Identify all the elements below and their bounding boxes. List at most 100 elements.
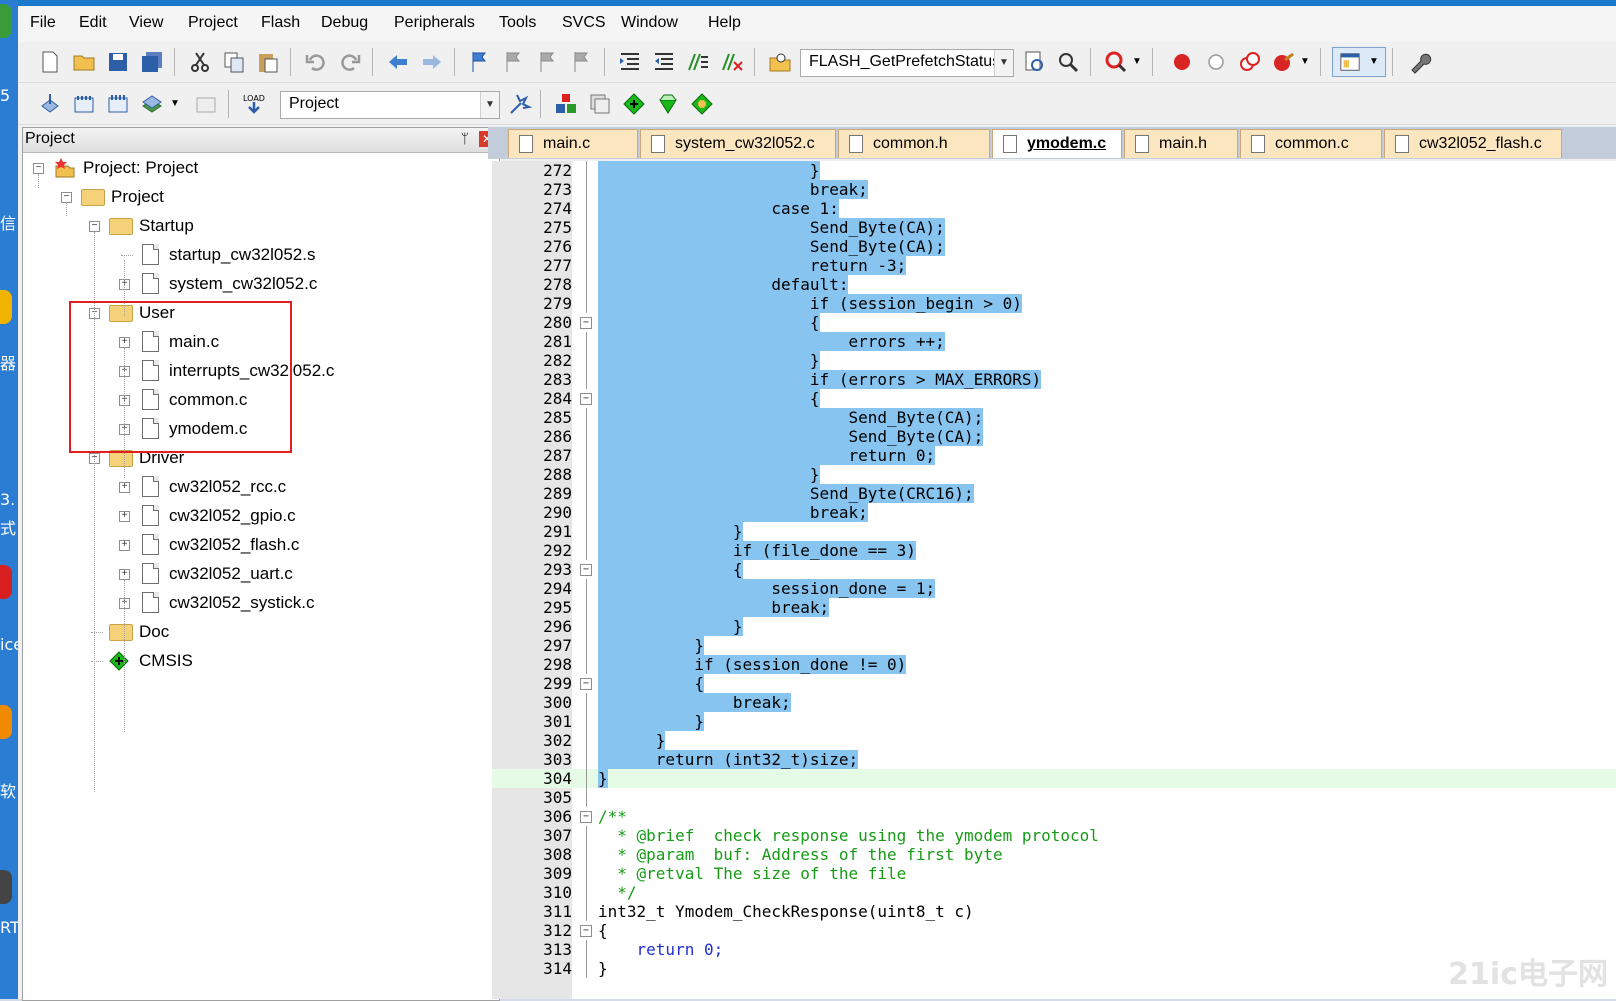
code-line[interactable]: 281 errors ++; <box>492 332 1616 351</box>
chevron-down-icon[interactable]: ▼ <box>170 98 180 109</box>
code-line[interactable]: 289 Send_Byte(CRC16); <box>492 484 1616 503</box>
collapse-icon[interactable]: − <box>89 221 100 232</box>
expand-icon[interactable]: + <box>119 569 130 580</box>
copy-icon[interactable] <box>222 50 246 74</box>
tree-item-cw32l052-gpio-c[interactable]: +cw32l052_gpio.c <box>23 502 493 530</box>
code-line[interactable]: 295 break; <box>492 598 1616 617</box>
window-layout-button[interactable]: ▼ <box>1332 47 1386 77</box>
target-options-icon[interactable] <box>508 92 532 116</box>
find-in-files-icon[interactable] <box>768 50 792 74</box>
code-line[interactable]: 313 return 0; <box>492 940 1616 959</box>
tab-system-cw32l052-c[interactable]: system_cw32l052.c <box>640 129 836 158</box>
fold-toggle-icon[interactable]: − <box>580 393 592 405</box>
disable-all-breakpoints-icon[interactable] <box>1238 50 1262 74</box>
desktop-app-icon[interactable] <box>0 565 12 599</box>
code-line[interactable]: 300 break; <box>492 693 1616 712</box>
code-line[interactable]: 282 } <box>492 351 1616 370</box>
new-file-icon[interactable] <box>38 50 62 74</box>
code-line[interactable]: 278 default: <box>492 275 1616 294</box>
code-line[interactable]: 272 } <box>492 161 1616 180</box>
chevron-down-icon[interactable]: ▼ <box>1132 56 1142 67</box>
fold-toggle-icon[interactable]: − <box>580 811 592 823</box>
menu-edit[interactable]: Edit <box>79 14 107 31</box>
code-line[interactable]: 283 if (errors > MAX_ERRORS) <box>492 370 1616 389</box>
expand-icon[interactable]: + <box>119 482 130 493</box>
tree-item-startup-cw32l052-s[interactable]: startup_cw32l052.s <box>23 241 493 269</box>
tab-ymodem-c[interactable]: ymodem.c <box>992 129 1122 158</box>
code-line[interactable]: 291 } <box>492 522 1616 541</box>
tab-main-c[interactable]: main.c <box>508 129 638 158</box>
code-line[interactable]: 312−{ <box>492 921 1616 940</box>
code-line[interactable]: 304} <box>492 769 1616 788</box>
code-line[interactable]: 301 } <box>492 712 1616 731</box>
code-line[interactable]: 307 * @brief check response using the ym… <box>492 826 1616 845</box>
desktop-app-icon[interactable] <box>0 290 12 324</box>
chevron-down-icon[interactable]: ▼ <box>994 50 1013 76</box>
desktop-app-icon[interactable] <box>0 705 12 739</box>
code-line[interactable]: 280− { <box>492 313 1616 332</box>
tree-item-cw32l052-uart-c[interactable]: +cw32l052_uart.c <box>23 560 493 588</box>
menu-project[interactable]: Project <box>188 14 238 31</box>
tree-item-cmsis[interactable]: CMSIS <box>23 647 493 675</box>
undo-icon[interactable] <box>304 50 328 74</box>
pin-icon[interactable]: ᛘ <box>460 130 469 146</box>
pack-installer-icon[interactable] <box>622 92 646 116</box>
code-line[interactable]: 309 * @retval The size of the file <box>492 864 1616 883</box>
expand-icon[interactable]: + <box>119 337 130 348</box>
code-line[interactable]: 277 return -3; <box>492 256 1616 275</box>
code-line[interactable]: 293− { <box>492 560 1616 579</box>
code-line[interactable]: 294 session_done = 1; <box>492 579 1616 598</box>
code-line[interactable]: 288 } <box>492 465 1616 484</box>
expand-icon[interactable]: + <box>119 540 130 551</box>
menu-window[interactable]: Window <box>621 14 678 31</box>
run-time-environment-icon[interactable] <box>656 92 680 116</box>
download-load-icon[interactable]: LOAD <box>242 92 266 116</box>
code-line[interactable]: 314} <box>492 959 1616 978</box>
next-bookmark-icon[interactable] <box>536 50 560 74</box>
menu-debug[interactable]: Debug <box>321 14 369 31</box>
disable-breakpoint-icon[interactable] <box>1204 50 1228 74</box>
code-line[interactable]: 273 break; <box>492 180 1616 199</box>
tree-item-main-c[interactable]: +main.c <box>23 328 493 356</box>
prev-bookmark-icon[interactable] <box>502 50 526 74</box>
cut-icon[interactable] <box>188 50 212 74</box>
menu-help[interactable]: Help <box>708 14 741 31</box>
menu-tools[interactable]: Tools <box>499 14 537 31</box>
tree-item-project[interactable]: −Project <box>23 183 493 211</box>
collapse-icon[interactable]: − <box>33 163 44 174</box>
code-line[interactable]: 306−/** <box>492 807 1616 826</box>
debug-session-icon[interactable] <box>1104 50 1128 74</box>
code-line[interactable]: 298 if (session_done != 0) <box>492 655 1616 674</box>
paste-icon[interactable] <box>256 50 280 74</box>
fold-toggle-icon[interactable]: − <box>580 925 592 937</box>
manage-components-icon[interactable] <box>554 92 578 116</box>
code-line[interactable]: 275 Send_Byte(CA); <box>492 218 1616 237</box>
fold-toggle-icon[interactable]: − <box>580 564 592 576</box>
menu-file[interactable]: File <box>30 14 56 31</box>
tree-item-cw32l052-flash-c[interactable]: +cw32l052_flash.c <box>23 531 493 559</box>
tab-common-c[interactable]: common.c <box>1240 129 1382 158</box>
build-icon[interactable] <box>72 92 96 116</box>
redo-icon[interactable] <box>338 50 362 74</box>
code-line[interactable]: 287 return 0; <box>492 446 1616 465</box>
function-combo[interactable]: FLASH_GetPrefetchStatus ▼ <box>800 49 1014 77</box>
fold-toggle-icon[interactable]: − <box>580 317 592 329</box>
code-line[interactable]: 279 if (session_begin > 0) <box>492 294 1616 313</box>
uncomment-icon[interactable] <box>720 50 744 74</box>
tree-item-cw32l052-rcc-c[interactable]: +cw32l052_rcc.c <box>23 473 493 501</box>
tree-item-startup[interactable]: −Startup <box>23 212 493 240</box>
code-line[interactable]: 308 * @param buf: Address of the first b… <box>492 845 1616 864</box>
navigate-forward-icon[interactable] <box>420 50 444 74</box>
tree-item-ymodem-c[interactable]: +ymodem.c <box>23 415 493 443</box>
chevron-down-icon[interactable]: ▼ <box>1300 56 1310 67</box>
indent-icon[interactable] <box>618 50 642 74</box>
menu-view[interactable]: View <box>129 14 164 31</box>
select-packs-icon[interactable] <box>588 92 612 116</box>
incremental-find-icon[interactable] <box>1056 50 1080 74</box>
comment-icon[interactable] <box>686 50 710 74</box>
code-line[interactable]: 285 Send_Byte(CA); <box>492 408 1616 427</box>
desktop-app-icon[interactable] <box>0 870 12 904</box>
translate-icon[interactable] <box>38 92 62 116</box>
tree-item-system-cw32l052-c[interactable]: +system_cw32l052.c <box>23 270 493 298</box>
